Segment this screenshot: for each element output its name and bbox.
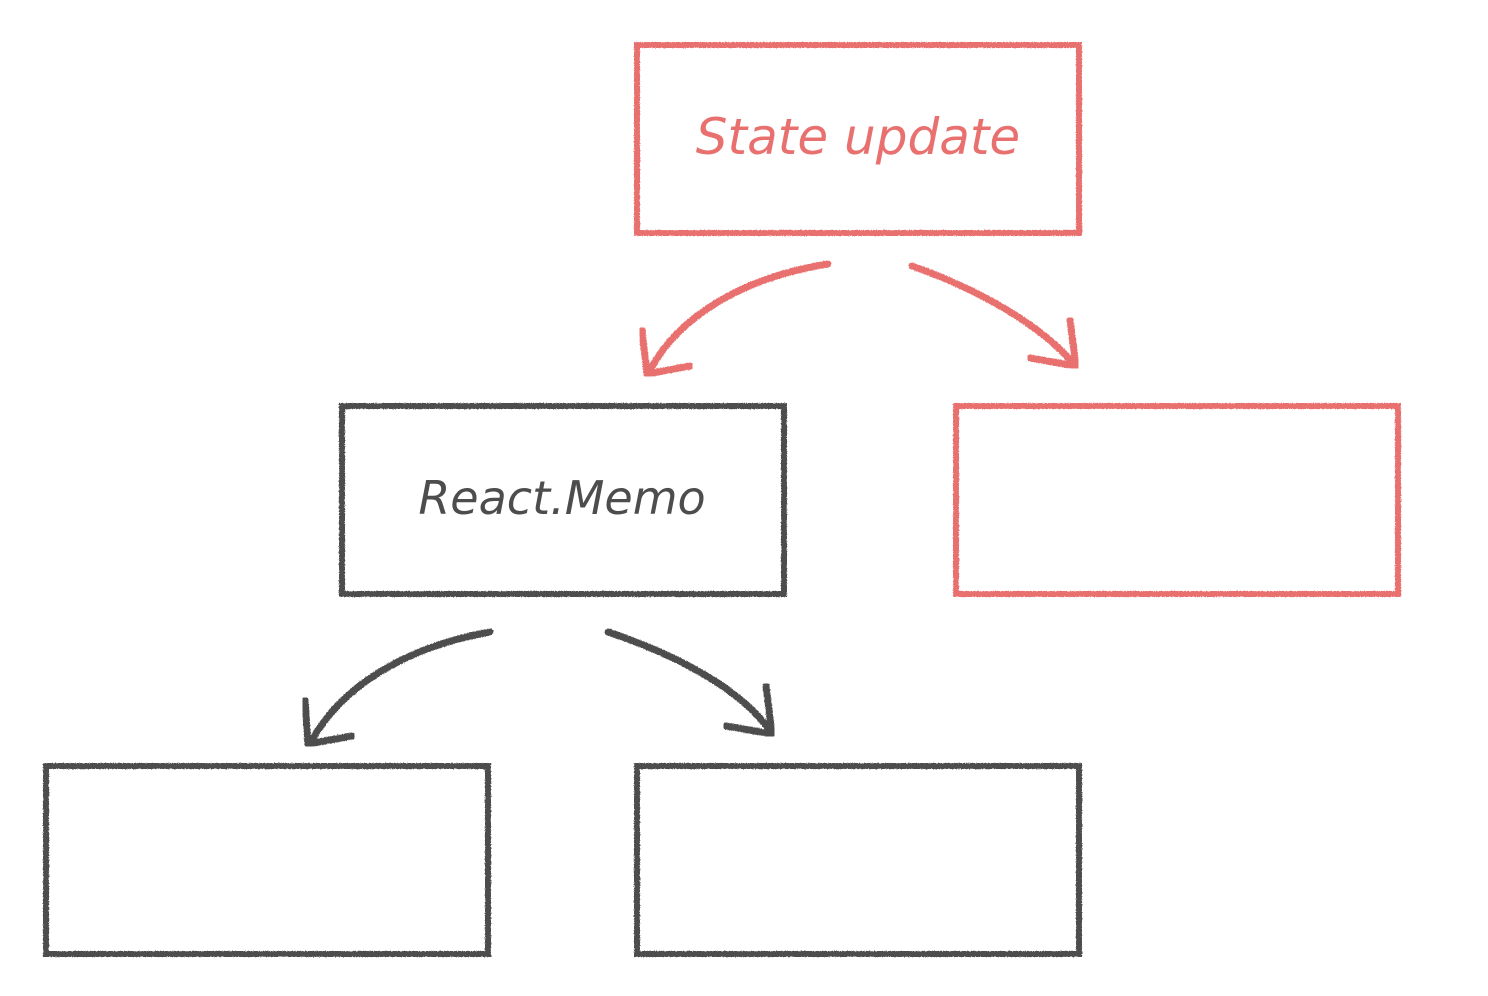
- edge-root-to-right-arrowhead: [1026, 316, 1080, 370]
- node-right-child: [953, 403, 1401, 597]
- node-memo-child-right-box: [634, 763, 1082, 957]
- edge-memo-to-left: [301, 628, 494, 748]
- node-state-update-label: State update: [696, 108, 1020, 166]
- edge-memo-to-left-arrowhead: [301, 696, 356, 748]
- edge-memo-to-right-curve: [604, 628, 772, 732]
- edge-root-to-memo: [638, 260, 832, 378]
- node-state-update: State update: [634, 42, 1082, 236]
- node-memo-child-right: [634, 763, 1082, 957]
- node-react-memo: React.Memo: [339, 403, 787, 597]
- node-memo-child-left-box: [43, 763, 491, 957]
- edge-root-to-memo-curve: [646, 260, 832, 374]
- node-react-memo-box: [339, 403, 787, 597]
- node-memo-child-left: [43, 763, 491, 957]
- node-state-update-box: [634, 42, 1082, 236]
- edge-memo-to-right: [604, 628, 776, 738]
- edge-memo-to-right-arrowhead: [722, 682, 776, 738]
- edge-root-to-right: [908, 262, 1080, 370]
- node-right-child-box: [953, 403, 1401, 597]
- edge-root-to-right-curve: [908, 262, 1076, 366]
- node-react-memo-label: React.Memo: [418, 471, 705, 525]
- edge-memo-to-left-curve: [308, 628, 494, 744]
- edge-root-to-memo-arrowhead: [638, 326, 694, 378]
